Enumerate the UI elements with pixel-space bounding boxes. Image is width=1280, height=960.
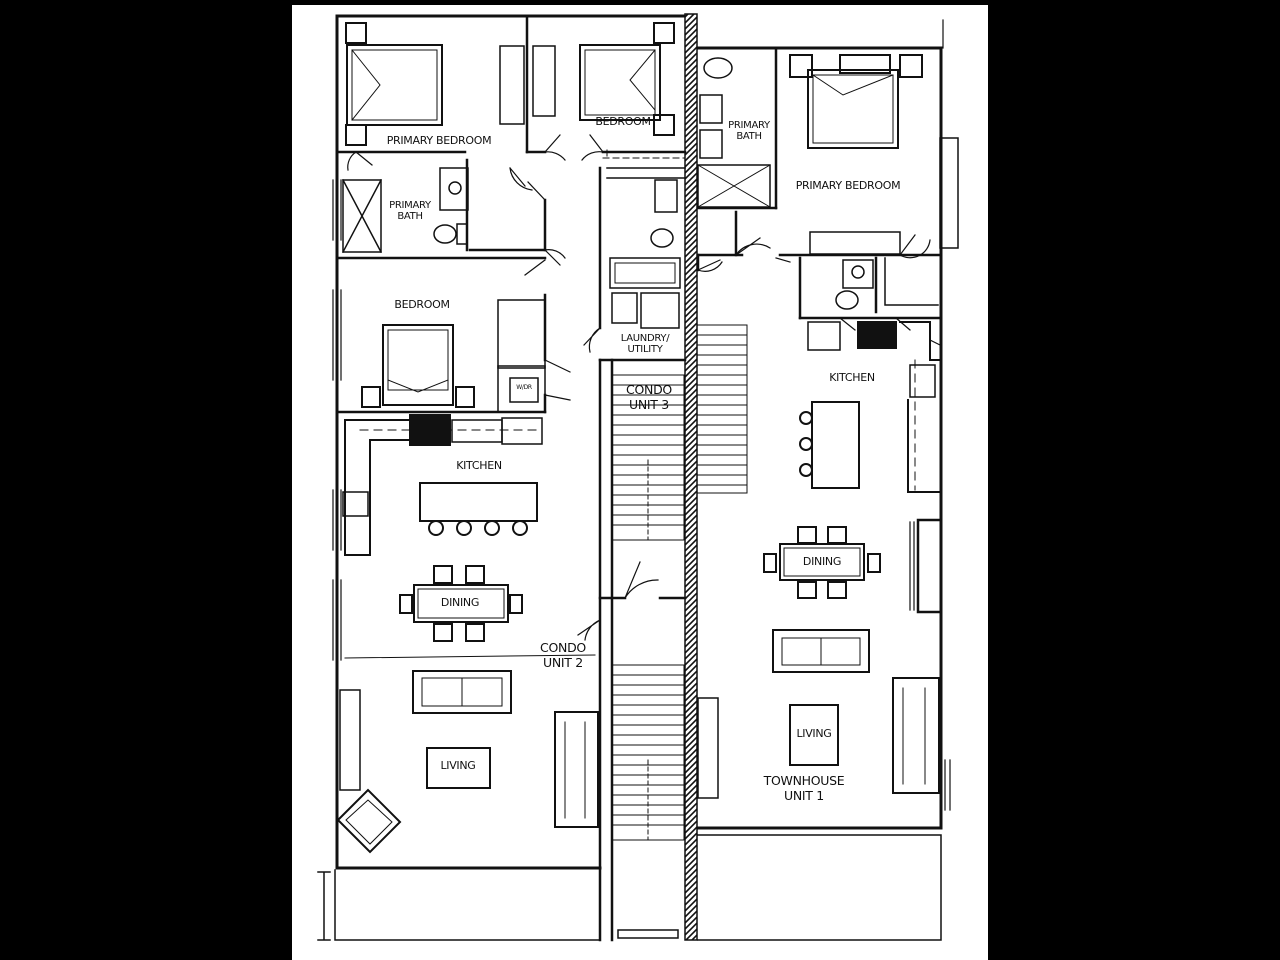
unit2-bedroom-bed: [361, 324, 475, 408]
unit2-primary-bed: [345, 22, 443, 146]
unit1-tv-console: [697, 697, 719, 799]
unit2-kitchen-counters: [342, 414, 543, 556]
unit2-bedroom-top-label: BEDROOM: [595, 115, 651, 128]
unit1-dining-label: DINING: [802, 555, 842, 568]
unit2-living-label: LIVING: [440, 759, 476, 772]
unit2-kitchen-label: KITCHEN: [456, 459, 502, 472]
unit2-sofa: [412, 670, 512, 714]
laundry-utility-label: LAUNDRY/ UTILITY: [620, 333, 670, 355]
unit1-primary-bath-label: PRIMARY BATH: [728, 120, 770, 142]
unit2-bedroom-label: BEDROOM: [394, 298, 450, 311]
unit1-coffee-table: [789, 704, 839, 766]
unit2-condo-label: CONDO UNIT 2: [540, 640, 586, 670]
exterior-walls: [335, 14, 943, 870]
party-wall: [684, 13, 698, 941]
unit1-interior-walls: [696, 46, 942, 614]
unit1-primary-bedroom-label: PRIMARY BEDROOM: [795, 179, 901, 192]
unit1-bath-fixtures: [807, 259, 874, 351]
unit2-kitchen-island: [419, 482, 538, 536]
unit1-kitchen: [799, 321, 941, 493]
unit2-sofa-side: [554, 711, 599, 828]
unit2-tv-console: [339, 689, 361, 791]
unit3-condo-label: CONDO UNIT 3: [626, 382, 672, 412]
door-swings: [347, 134, 941, 641]
unit1-sofa-side: [892, 677, 940, 794]
laundry-utility-fixtures: [602, 149, 686, 329]
unit2-bedroom-top-bed: [579, 22, 675, 136]
unit1-primary-bath-fixtures: [697, 57, 771, 208]
unit1-stair: [696, 324, 748, 494]
unit2-armchair: [336, 788, 402, 854]
unit2-closets: [341, 45, 556, 413]
unit1-primary-bed: [789, 54, 923, 149]
unit2-primary-bath-label: PRIMARY BATH: [389, 200, 431, 222]
unit3-upper-stair: [611, 374, 685, 541]
unit2-dining-label: DINING: [440, 596, 480, 609]
unit2-primary-bedroom-label: PRIMARY BEDROOM: [386, 134, 492, 147]
unit2-coffee-table: [426, 747, 491, 789]
unit1-dining-table: [763, 526, 881, 599]
unit1-kitchen-label: KITCHEN: [829, 371, 875, 384]
unit1-townhouse-label: TOWNHOUSE UNIT 1: [763, 773, 845, 803]
washer-dryer-label: W/DR: [516, 384, 532, 391]
unit2-dining-table: [399, 565, 523, 642]
unit2-floor-change-line: [344, 654, 596, 659]
unit1-closet: [809, 137, 959, 306]
unit1-living-label: LIVING: [796, 727, 832, 740]
unit1-sofa: [772, 629, 870, 673]
unit3-entry-threshold: [617, 929, 679, 939]
unit2-porch: [317, 869, 601, 941]
unit3-lower-stair: [611, 664, 685, 841]
unit2-primary-bath-fixtures: [433, 167, 469, 245]
paper-sheet: [292, 5, 988, 960]
windows: [332, 19, 951, 811]
unit1-porch: [697, 834, 942, 941]
